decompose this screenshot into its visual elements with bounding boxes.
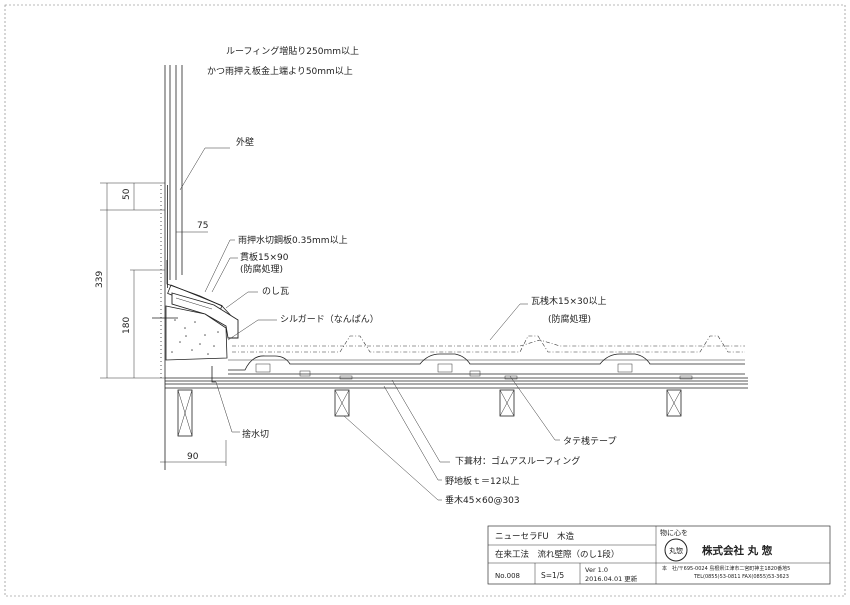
version: Ver 1.0 — [585, 566, 608, 574]
note-outer-wall: 外壁 — [236, 136, 254, 148]
dimension-lines — [100, 182, 227, 466]
note-drip: 捨水切 — [242, 428, 269, 440]
company-address: 本 社/〒695-0024 島根県江津市二宮町神主1820番地5 — [662, 565, 790, 572]
note-flashing: 雨押水切鋼板0.35mm以上 — [238, 234, 348, 246]
dim-180: 180 — [122, 317, 132, 334]
note-sill-guard: シルガード（なんばん） — [280, 314, 379, 325]
note-rafter: 垂木45×60@303 — [445, 494, 520, 506]
rafters — [177, 389, 682, 437]
note-batten-2: (防腐処理) — [548, 313, 591, 325]
title-block — [487, 525, 831, 585]
logo-glyph: 丸惣 — [669, 546, 683, 555]
note-roofing-overlap-2: かつ雨押え板金上端より50mm以上 — [207, 65, 353, 77]
wall-section — [160, 65, 183, 470]
note-nuki-1: 貫板15×90 — [240, 251, 289, 263]
sill-guard — [165, 305, 228, 361]
dim-339: 339 — [95, 271, 105, 288]
note-nuki-2: (防腐処理) — [240, 263, 283, 275]
sheet-border — [4, 4, 846, 597]
note-noshi: のし瓦 — [262, 286, 289, 297]
roof-layers — [165, 335, 748, 389]
dim-50: 50 — [122, 188, 132, 200]
dim-75: 75 — [197, 221, 208, 231]
product-name: ニューセラFU 木造 — [495, 531, 575, 542]
noshi-tile — [171, 292, 239, 339]
leader-lines — [179, 147, 560, 501]
note-batten-1: 瓦桟木15×30以上 — [531, 295, 606, 307]
drawing-scale: S=1/5 — [541, 571, 564, 580]
dim-90: 90 — [187, 452, 199, 462]
company-contact: TEL(0855)53-0811 FAX(0855)53-3623 — [693, 574, 789, 580]
flashing-assembly — [152, 260, 239, 361]
drawing-title: 在来工法 流れ壁際（のし1段） — [495, 549, 619, 560]
note-vertical-tape: タテ桟テープ — [563, 435, 616, 447]
note-roofing-overlap-1: ルーフィング増貼り250mm以上 — [226, 45, 359, 57]
update-date: 2016.04.01 更新 — [585, 574, 638, 583]
note-underlay: 下葺材：ゴムアスルーフィング — [455, 455, 580, 467]
motto: 物に心を — [660, 528, 688, 537]
note-sheathing: 野地板ｔ＝12以上 — [445, 475, 519, 487]
company-logo — [664, 538, 688, 562]
company-name: 株式会社 丸 惣 — [702, 544, 773, 557]
drawing-number: No.008 — [495, 572, 520, 580]
